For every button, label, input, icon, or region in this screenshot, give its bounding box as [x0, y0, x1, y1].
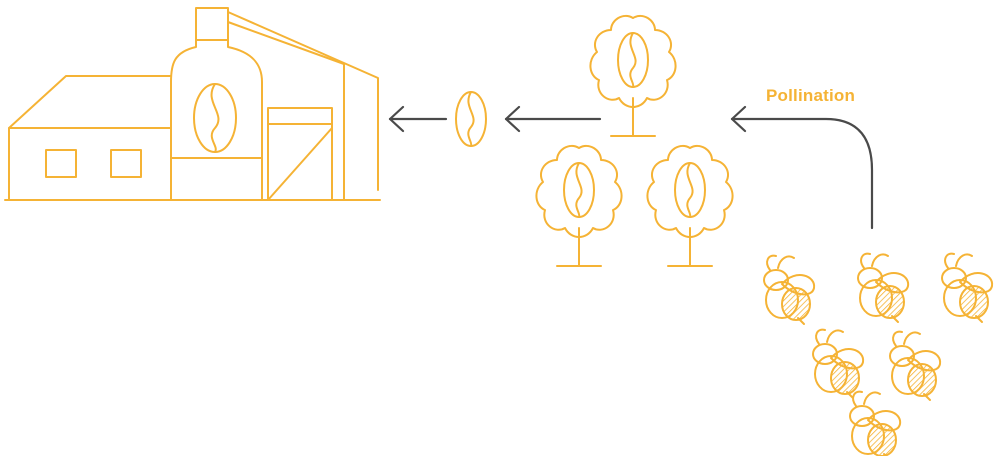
bee-icon [812, 328, 865, 399]
coffee-tree-icon [590, 16, 675, 136]
bee-icon [941, 252, 994, 323]
coffee-bean-icon [455, 91, 487, 147]
bee-icon [889, 330, 942, 401]
bee-icon [763, 254, 816, 325]
roasting-factory-icon [4, 7, 381, 201]
arrow-bean-to-factory [388, 105, 448, 133]
coffee-tree-icon [536, 146, 621, 266]
bee-icon [857, 252, 910, 323]
pollination-label: Pollination [766, 86, 856, 105]
bee-icon [849, 390, 902, 461]
pollination-arrow [730, 105, 874, 230]
coffee-tree-icon [647, 146, 732, 266]
arrow-trees-to-bean [504, 105, 602, 133]
